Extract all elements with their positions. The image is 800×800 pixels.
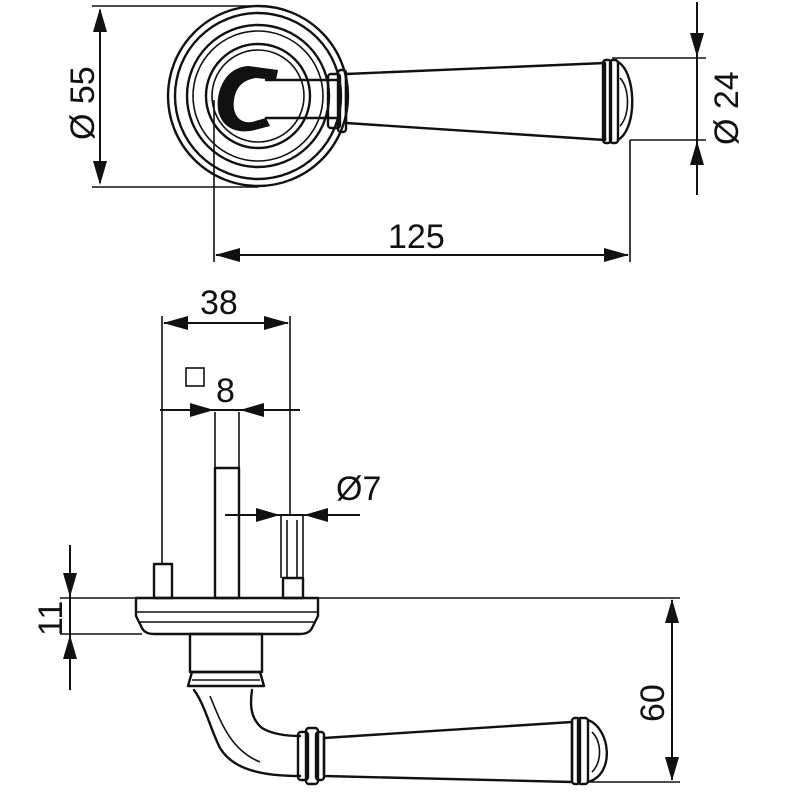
dim-handle-length: 125	[213, 100, 631, 262]
side-view: 38 8 Ø7 11	[32, 284, 680, 786]
dim-tip-diameter: Ø 24	[612, 2, 746, 195]
fixing-pin-right	[281, 576, 305, 600]
lever-side	[296, 716, 608, 786]
fixing-pin-left	[152, 562, 174, 600]
square-spindle-symbol	[185, 367, 205, 387]
dim-handle-projection: 60	[318, 597, 680, 783]
handle-neck-side	[186, 632, 302, 778]
dim-handle-length-label: 125	[388, 218, 445, 256]
square-spindle	[213, 466, 241, 600]
dim-spindle-square: 8	[160, 367, 300, 417]
top-view: Ø 55 Ø 24 125	[64, 2, 746, 262]
dim-screw-diameter-label: Ø7	[336, 470, 381, 508]
dim-tip-diameter-label: Ø 24	[708, 71, 746, 145]
dim-handle-projection-label: 60	[634, 684, 672, 722]
dim-screw-diameter: Ø7	[225, 470, 381, 522]
handle-neck-top	[217, 66, 340, 132]
rose-base-plate	[134, 596, 320, 636]
dim-rose-height: 11	[32, 545, 142, 690]
dim-spindle-square-label: 8	[216, 372, 235, 410]
lever-tip-top	[601, 58, 634, 145]
lever-body-top	[344, 61, 607, 142]
dim-base-width-label: 38	[200, 284, 238, 322]
dim-rose-diameter-label: Ø 55	[64, 66, 102, 140]
dim-rose-diameter: Ø 55	[64, 5, 258, 188]
rose-rings	[166, 4, 350, 188]
dim-base-width: 38	[161, 284, 291, 564]
dim-rose-height-label: 11	[32, 601, 70, 636]
